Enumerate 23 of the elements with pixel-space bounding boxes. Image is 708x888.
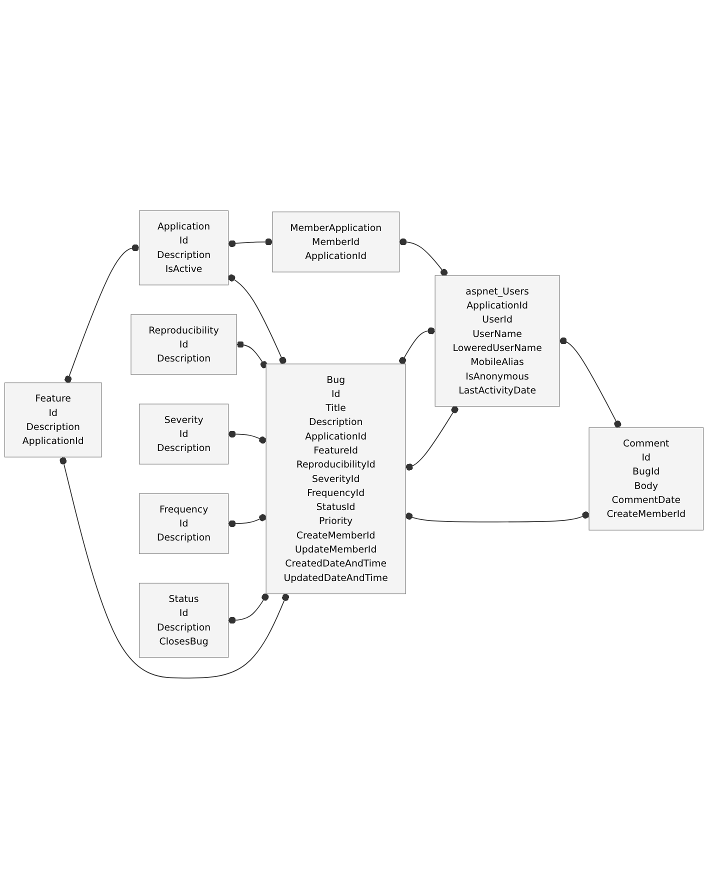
node-box: Comment Id BugId Body CommentDate CreateMemberId [588,426,704,530]
node-box: Status Id Description ClosesBug [138,582,229,658]
connector [60,456,290,678]
node-box: Severity Id Description [138,403,229,464]
connector [405,511,590,522]
node-box: MemberApplication MemberId ApplicationId [272,211,400,272]
node-box: Application Id Description IsActive [138,210,229,285]
connector [398,238,448,276]
node-box: Reproducibility Id Description [130,314,237,374]
connector [236,340,268,368]
node-box: Frequency Id Description [138,492,229,554]
node-box: Feature Id Description ApplicationId [4,382,102,457]
connector [228,274,286,364]
connector [228,592,269,624]
connector [228,514,267,527]
node-box: aspnet_Users ApplicationId UserId UserName LoweredUserName MobileAlias IsAnonymous LastActivityDate [434,274,560,406]
connector [399,326,436,364]
connector [559,337,622,428]
connector [228,238,273,247]
node-box: Bug Id Title Description ApplicationId FeatureId ReproducibilityId SeverityId FrequencyId StatusId Priority CreateMemberId UpdateMemberId CreatedDateAndTime UpdatedDateAndTime [266,363,406,594]
connector [64,244,140,383]
connector [228,430,267,444]
connector [405,406,458,470]
